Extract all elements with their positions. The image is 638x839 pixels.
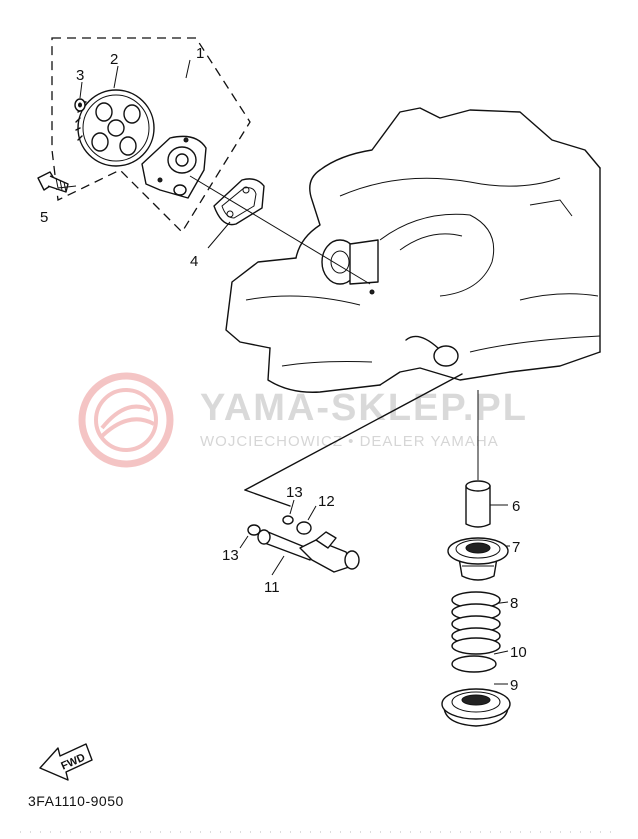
callout-13-lower: 13 (222, 547, 239, 564)
callout-7: 7 (512, 539, 520, 556)
callout-11: 11 (264, 579, 280, 596)
watermark: YAMA-SKLEP.PL WOJCIECHOWICZ • DEALER YAM… (78, 372, 528, 468)
oil-pump-driven-gear (75, 89, 155, 167)
callout-1: 1 (196, 45, 204, 62)
oil-strainer (447, 537, 509, 581)
o-ring-small-12 (296, 521, 312, 535)
pipe (465, 480, 491, 528)
o-ring-13-upper (282, 515, 294, 525)
callout-2: 2 (110, 51, 118, 68)
callout-13-upper: 13 (286, 484, 303, 501)
callout-numbers: 1 2 3 4 5 6 7 8 9 10 11 12 13 13 (40, 45, 527, 694)
callout-6: 6 (512, 498, 520, 515)
watermark-logo (78, 372, 174, 468)
forward-direction-arrow: FWD (39, 743, 93, 781)
watermark-subtitle: WOJCIECHOWICZ • DEALER YAMAHA (200, 433, 499, 450)
engine-crankcase (225, 107, 601, 393)
callout-9: 9 (510, 677, 518, 694)
callout-8: 8 (510, 595, 518, 612)
oil-pump-assembly (141, 135, 207, 199)
gasket (213, 178, 265, 226)
callout-3: 3 (76, 67, 84, 84)
o-ring-13-lower (247, 524, 261, 536)
callout-10: 10 (510, 644, 527, 661)
watermark-title: YAMA-SKLEP.PL (200, 387, 528, 429)
compression-spring (451, 591, 501, 655)
drain-plug (441, 688, 511, 727)
o-ring-large (451, 655, 497, 673)
callout-5: 5 (40, 209, 48, 226)
bolt (37, 171, 69, 193)
diagram-code: 3FA1110-9050 (28, 793, 124, 809)
callout-4: 4 (190, 253, 198, 270)
leader-lines (57, 59, 510, 685)
assembly-group-outline (51, 37, 251, 234)
circlip (74, 98, 86, 112)
callout-12: 12 (318, 493, 335, 510)
oil-delivery-pipe (257, 529, 360, 573)
